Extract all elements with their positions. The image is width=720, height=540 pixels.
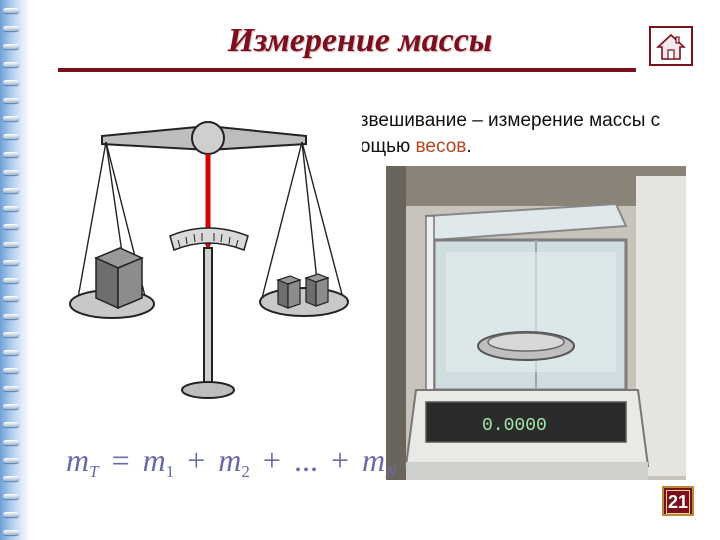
slide-title: Измерение массы (227, 22, 493, 59)
home-button[interactable] (649, 26, 693, 66)
binding-ring (3, 296, 19, 301)
binding-ring (3, 116, 19, 121)
formula-term-n: mN (361, 442, 397, 481)
formula-plus: + (262, 442, 281, 478)
formula-equals: = (111, 442, 130, 478)
binding-ring (3, 170, 19, 175)
binding-ring (3, 530, 19, 535)
binding-ring (3, 368, 19, 373)
binding-ring (3, 422, 19, 427)
binding-ring (3, 332, 19, 337)
body-text-accent: весов (415, 136, 467, 157)
binding-ring (3, 62, 19, 67)
formula-term-2: m2 (218, 442, 250, 481)
binding-ring (3, 260, 19, 265)
binding-ring (3, 494, 19, 499)
binding-ring (3, 8, 19, 13)
slide-body-text: 2. Взвешивание – измерение массы с помощ… (326, 108, 706, 160)
binding-ring (3, 278, 19, 283)
formula-ellipsis: ... (293, 442, 318, 478)
title-underline (58, 68, 636, 72)
spiral-binding (0, 0, 30, 540)
binding-ring (3, 242, 19, 247)
binding-ring (3, 80, 19, 85)
home-icon (656, 33, 686, 60)
binding-ring (3, 44, 19, 49)
binding-ring (3, 458, 19, 463)
analytical-balance-photo: 0.0000 (386, 166, 686, 480)
beam-balance-illustration (62, 98, 362, 428)
binding-ring (3, 350, 19, 355)
formula-plus: + (187, 442, 206, 478)
binding-ring (3, 512, 19, 517)
binding-ring (3, 224, 19, 229)
formula-term-1: m1 (142, 442, 175, 481)
binding-ring (3, 476, 19, 481)
binding-ring (3, 152, 19, 157)
formula-plus: + (330, 442, 349, 478)
mass-sum-formula: mT = m1 + m2 + ... + mN (66, 442, 396, 482)
page-number-badge: 21 (662, 486, 694, 516)
body-text-suffix: . (466, 136, 472, 157)
body-text-prefix: 2. Взвешивание – измерение массы с помощ… (326, 110, 661, 157)
binding-ring (3, 440, 19, 445)
binding-ring (3, 134, 19, 139)
binding-ring (3, 188, 19, 193)
binding-ring (3, 314, 19, 319)
binding-ring (3, 98, 19, 103)
formula-lhs: mT (66, 442, 99, 481)
binding-ring (3, 386, 19, 391)
svg-text:0.0000: 0.0000 (482, 416, 547, 436)
binding-ring (3, 206, 19, 211)
binding-ring (3, 26, 19, 31)
page-number: 21 (666, 490, 690, 514)
binding-ring (3, 404, 19, 409)
